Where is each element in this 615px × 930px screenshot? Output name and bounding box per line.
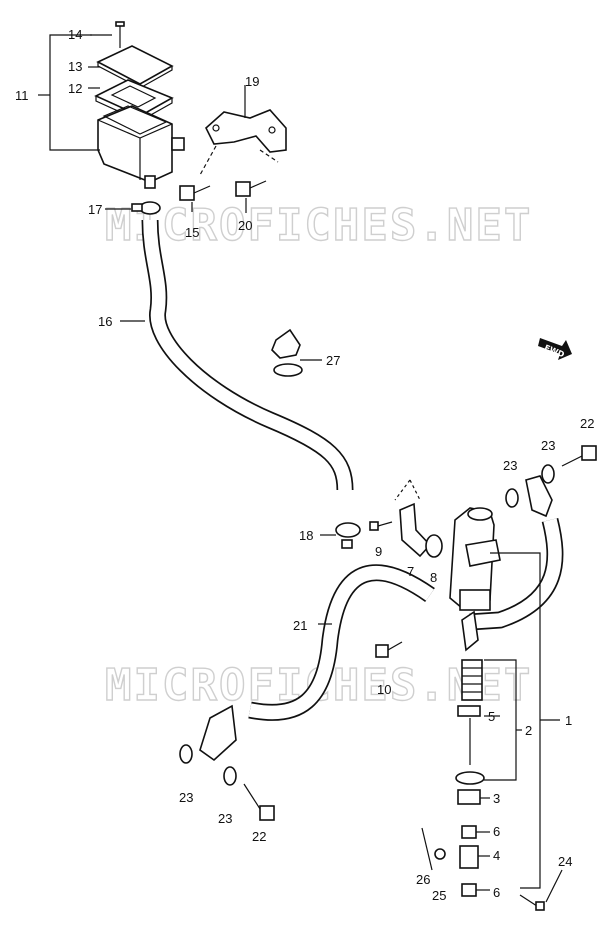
- washer-part-23-d: [223, 766, 237, 786]
- union-bolt-part-22-bottom: [243, 783, 275, 821]
- fwd-arrow-icon: FWD: [538, 338, 572, 360]
- brake-hose: [469, 475, 564, 631]
- label-18: 18: [299, 528, 313, 543]
- label-2: 2: [525, 723, 532, 738]
- label-21: 21: [293, 618, 307, 633]
- clevis-part-4: [459, 845, 479, 869]
- bolt-part-9: [369, 521, 393, 531]
- label-25: 25: [432, 888, 446, 903]
- washer-part-23-a: [541, 464, 555, 484]
- label-7: 7: [407, 564, 414, 579]
- reservoir-hose-part-16: [141, 219, 354, 491]
- label-23-d: 23: [218, 811, 232, 826]
- label-23-a: 23: [541, 438, 555, 453]
- label-11: 11: [15, 88, 29, 103]
- piston-part-5: [457, 705, 481, 717]
- label-4: 4: [493, 848, 500, 863]
- label-10: 10: [377, 682, 391, 697]
- clamp-part-18: [335, 522, 361, 549]
- clamp-part-17: [131, 201, 161, 215]
- label-23-c: 23: [179, 790, 193, 805]
- elbow-fitting-part-7: [394, 479, 432, 558]
- label-22-top: 22: [580, 416, 594, 431]
- supply-hose-part-21: [248, 564, 435, 721]
- label-14: 14: [68, 27, 82, 42]
- label-17: 17: [88, 202, 102, 217]
- label-1: 1: [565, 713, 572, 728]
- label-27: 27: [326, 353, 340, 368]
- cap-plate-part-13: [96, 45, 174, 85]
- washer-part-25: [434, 848, 446, 860]
- hose-end-left: [199, 704, 237, 762]
- label-23-b: 23: [503, 458, 517, 473]
- label-15: 15: [185, 225, 199, 240]
- cotter-pin-part-26: [421, 827, 433, 871]
- label-24: 24: [558, 854, 572, 869]
- bracket-line-11: [49, 34, 100, 151]
- nut-part-6-b: [461, 883, 477, 897]
- bolt-part-10: [375, 641, 403, 658]
- o-ring-part-8: [425, 534, 443, 558]
- washer-part-23-b: [505, 488, 519, 508]
- label-22-bottom: 22: [252, 829, 266, 844]
- label-20: 20: [238, 218, 252, 233]
- label-6-b: 6: [493, 885, 500, 900]
- circlip: [455, 771, 485, 785]
- bolt-part-20: [235, 180, 267, 197]
- spring-part: [461, 610, 483, 701]
- nut-part-6-a: [461, 825, 477, 839]
- bolt-part-24: [519, 894, 545, 911]
- label-9: 9: [375, 544, 382, 559]
- bolt-part-15: [179, 185, 211, 201]
- reservoir-tank: [97, 105, 185, 189]
- label-3: 3: [493, 791, 500, 806]
- label-16: 16: [98, 314, 112, 329]
- master-cylinder-part-1: [449, 507, 501, 611]
- label-6-a: 6: [493, 824, 500, 839]
- label-19: 19: [245, 74, 259, 89]
- bracket-line-2: [484, 659, 517, 781]
- reservoir-assembly: [94, 21, 185, 189]
- clamp-part-27: [271, 328, 303, 377]
- label-13: 13: [68, 59, 82, 74]
- label-5: 5: [488, 709, 495, 724]
- union-bolt-part-22-top: [561, 445, 597, 467]
- washer-part-23-c: [179, 744, 193, 764]
- bracket-part-19: [199, 85, 287, 176]
- boot-part-3: [457, 789, 481, 805]
- label-8: 8: [430, 570, 437, 585]
- label-26: 26: [416, 872, 430, 887]
- label-12: 12: [68, 81, 82, 96]
- screw-part-14: [115, 21, 125, 48]
- watermark-top: MICROFICHES.NET: [105, 200, 532, 251]
